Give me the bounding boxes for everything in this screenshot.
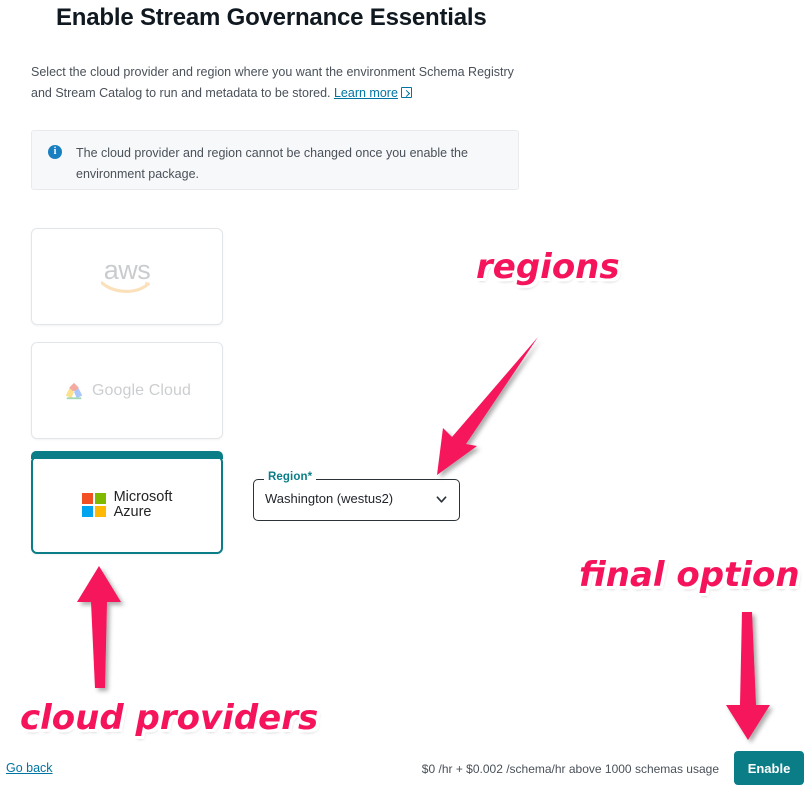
ms-square-red xyxy=(81,493,93,504)
region-select[interactable]: Region* Washington (westus2) xyxy=(253,471,460,521)
info-banner: i The cloud provider and region cannot b… xyxy=(31,130,519,190)
google-cloud-logo: Google Cloud xyxy=(63,381,191,401)
aws-logo: aws xyxy=(96,254,158,297)
enable-button[interactable]: Enable xyxy=(734,751,804,785)
google-cloud-wordmark: Google Cloud xyxy=(91,381,192,399)
annotation-regions: regions xyxy=(474,245,622,289)
cloud-provider-list: aws Google Cloud xyxy=(31,228,223,571)
ms-square-blue xyxy=(81,506,93,517)
aws-smile-icon xyxy=(101,280,151,293)
aws-wordmark: aws xyxy=(103,254,151,285)
azure-wordmark: Microsoft Azure xyxy=(114,490,173,520)
ms-square-yellow xyxy=(94,506,106,517)
microsoft-azure-logo: Microsoft Azure xyxy=(81,490,173,520)
intro-paragraph: Select the cloud provider and region whe… xyxy=(31,62,523,104)
ms-square-green xyxy=(94,493,106,504)
chevron-down-icon[interactable] xyxy=(436,494,447,505)
annotation-cloud-providers: cloud providers xyxy=(18,696,320,740)
azure-wordmark-line2: Azure xyxy=(113,504,152,520)
external-link-icon xyxy=(400,87,412,98)
azure-wordmark-line1: Microsoft xyxy=(113,489,173,505)
learn-more-link[interactable]: Learn more xyxy=(334,86,398,100)
provider-card-azure[interactable]: Microsoft Azure xyxy=(31,451,223,554)
provider-card-aws[interactable]: aws xyxy=(31,228,223,325)
go-back-link[interactable]: Go back xyxy=(6,761,53,775)
google-cloud-mark-icon xyxy=(65,382,83,399)
arrow-up xyxy=(77,566,121,688)
region-label: Region* xyxy=(264,471,317,483)
arrow-down xyxy=(726,612,770,740)
provider-card-google-cloud[interactable]: Google Cloud xyxy=(31,342,223,439)
pricing-note: $0 /hr + $0.002 /schema/hr above 1000 sc… xyxy=(421,762,719,776)
intro-text: Select the cloud provider and region whe… xyxy=(31,65,514,100)
arrow-diagonal-down-left xyxy=(437,337,538,475)
microsoft-logo-icon xyxy=(81,493,106,517)
page-title: Enable Stream Governance Essentials xyxy=(56,4,487,31)
annotation-final-option: final option xyxy=(577,553,802,597)
info-banner-text: The cloud provider and region cannot be … xyxy=(76,146,468,181)
info-icon: i xyxy=(48,145,62,159)
region-select-outline xyxy=(253,479,460,521)
learn-more-label: Learn more xyxy=(333,86,398,100)
region-selected-value: Washington (westus2) xyxy=(265,491,394,506)
